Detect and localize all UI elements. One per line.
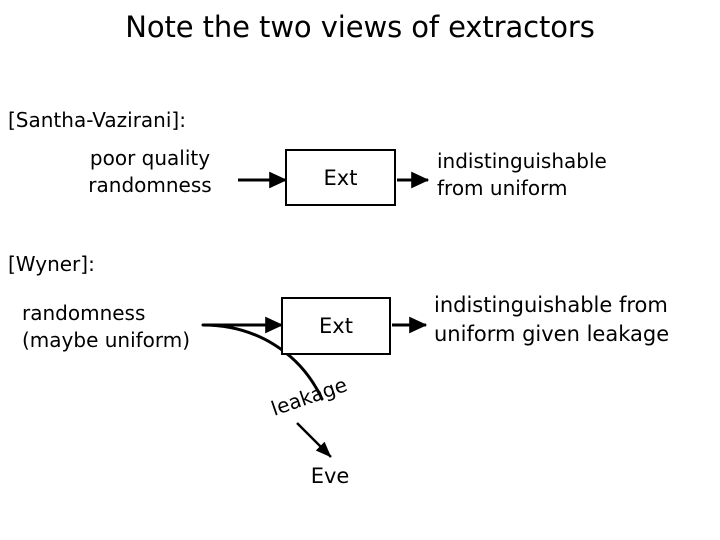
wyner-output-line1: indistinguishable from bbox=[434, 293, 668, 317]
sv-output-label: indistinguishable from uniform bbox=[437, 148, 707, 202]
section-tag-wyner: [Wyner]: bbox=[8, 252, 95, 276]
extractor-box-label: Ext bbox=[319, 314, 353, 338]
wyner-input-line2: (maybe uniform) bbox=[22, 328, 191, 352]
wyner-input-line1: randomness bbox=[22, 301, 146, 325]
sv-output-line1: indistinguishable bbox=[437, 149, 607, 173]
extractor-box-santha-vazirani[interactable]: Ext bbox=[285, 149, 396, 206]
sv-input-line1: poor quality bbox=[89, 146, 211, 170]
wyner-output-line2: uniform given leakage bbox=[434, 322, 670, 346]
extractor-box-wyner[interactable]: Ext bbox=[281, 297, 391, 355]
arrow-leakage-to-eve bbox=[296, 422, 332, 458]
eve-label: Eve bbox=[310, 464, 350, 488]
extractor-box-label: Ext bbox=[323, 165, 358, 190]
sv-input-line2: randomness bbox=[88, 173, 212, 197]
wyner-output-label: indistinguishable from uniform given lea… bbox=[434, 291, 716, 349]
leakage-edge-label: leakage bbox=[268, 372, 351, 421]
section-tag-santha-vazirani: [Santha-Vazirani]: bbox=[8, 108, 186, 132]
page-title: Note the two views of extractors bbox=[125, 10, 595, 44]
wyner-input-label: randomness (maybe uniform) bbox=[22, 300, 232, 354]
sv-output-line2: from uniform bbox=[437, 176, 568, 200]
sv-input-label: poor quality randomness bbox=[60, 145, 240, 199]
